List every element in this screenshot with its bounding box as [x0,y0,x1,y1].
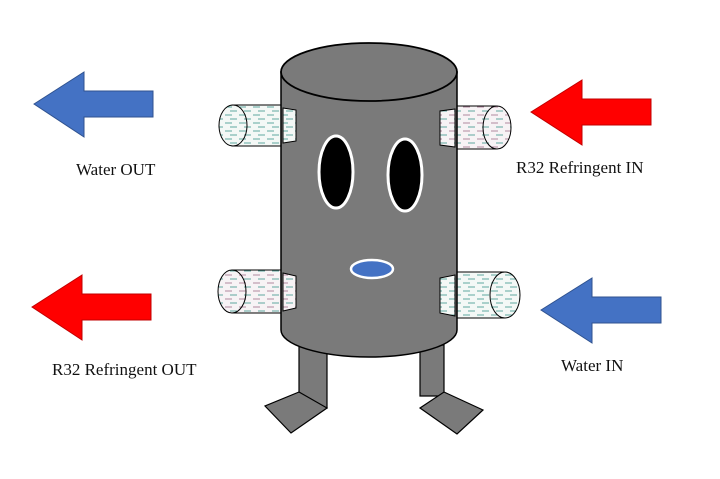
tank [280,42,458,358]
tank-top [280,42,458,102]
water-in-arrow-icon [540,277,662,344]
right-leg [418,344,485,435]
right-eye [386,137,424,213]
r32-out-arrow-icon [31,274,152,341]
r32-in-label: R32 Refringent IN [516,158,644,177]
left-eye [317,134,355,210]
water-out-pipe [218,104,297,147]
r32-out-label: R32 Refringent OUT [52,360,197,379]
left-leg [263,344,329,434]
r32-in-arrow-icon [530,79,652,146]
pipe-stubs [282,107,456,317]
water-in-label: Water IN [561,356,624,375]
water-out-arrow-icon [33,71,154,138]
water-out-label: Water OUT [76,160,156,179]
mouth [349,258,395,280]
